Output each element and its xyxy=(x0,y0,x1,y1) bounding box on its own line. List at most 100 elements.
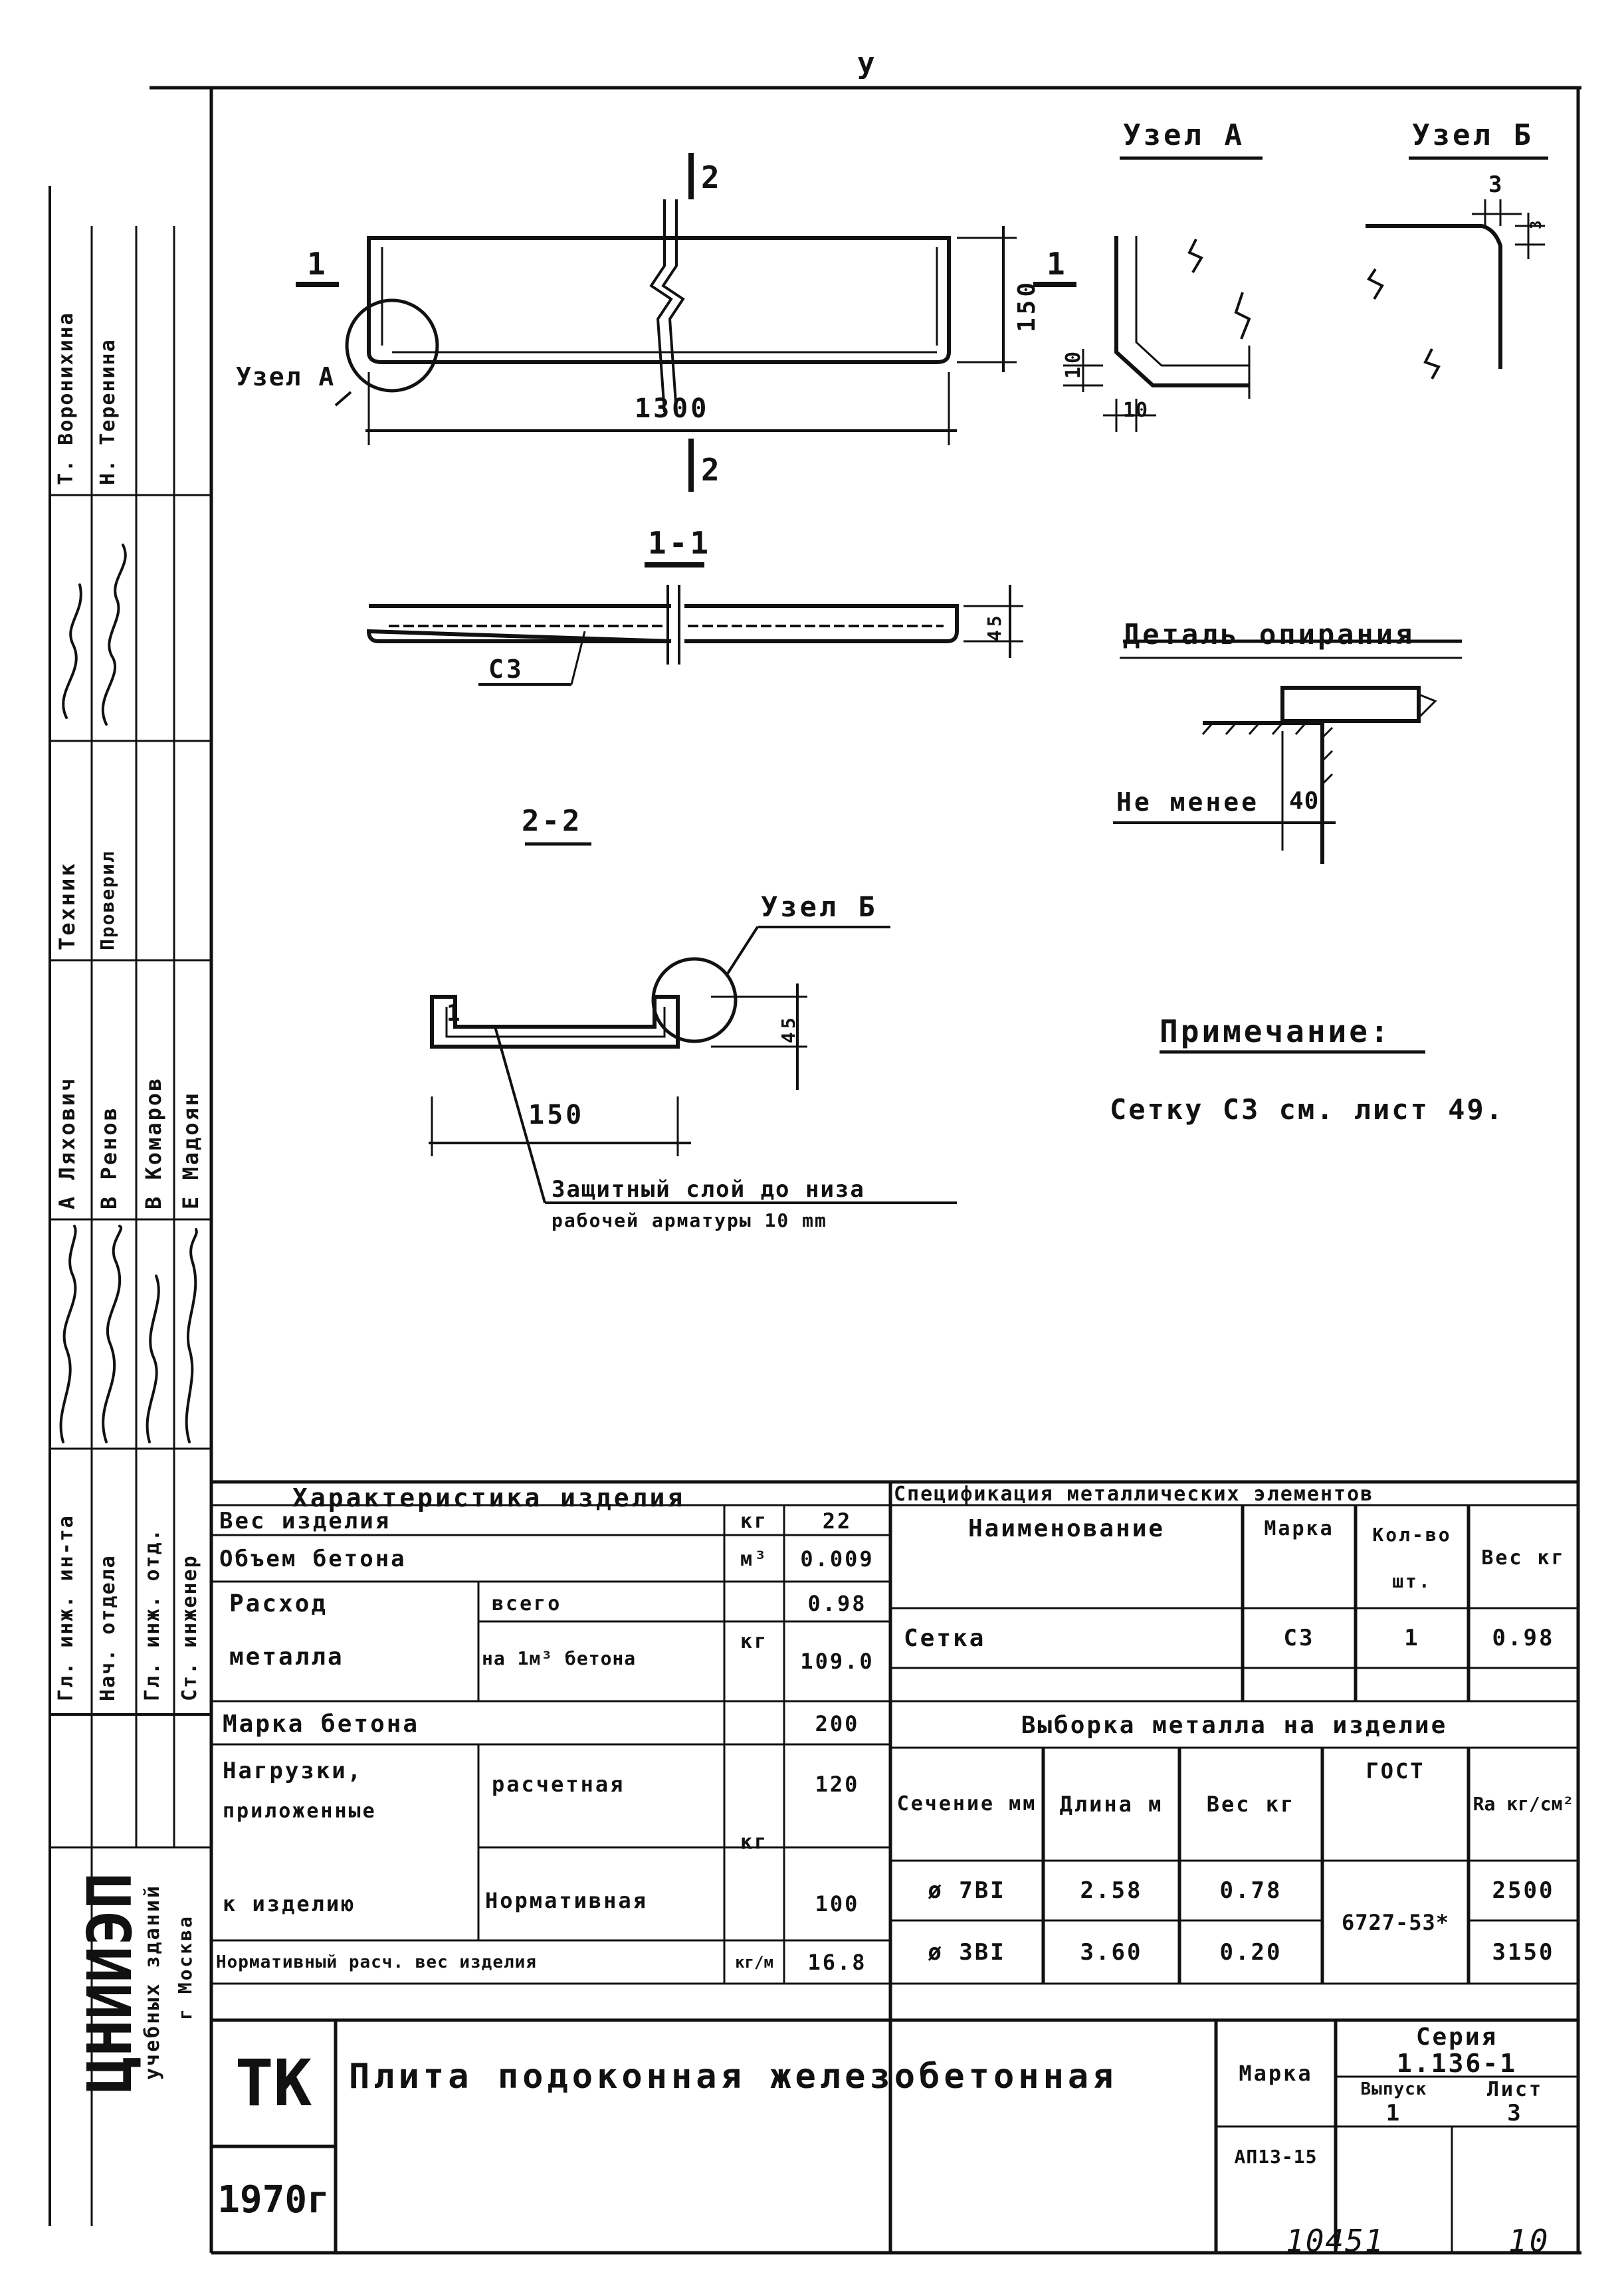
section-1-mesh: С3 xyxy=(488,655,524,684)
load-normative-label: Нормативная xyxy=(485,1888,648,1913)
norm-weight-unit: кг/м xyxy=(735,1952,773,1972)
norm-weight-value: 16.8 xyxy=(807,1949,867,1975)
load-label-1: Нагрузки, xyxy=(223,1758,363,1784)
note-title: Примечание: xyxy=(1160,1013,1391,1049)
plan-section-mark-bottom: 2 xyxy=(701,452,722,488)
spec-row-weight: 0.98 xyxy=(1492,1625,1555,1651)
load-normative-value: 100 xyxy=(815,1891,860,1916)
sel-row2-ra: 3150 xyxy=(1492,1938,1555,1966)
sel-header-section: Сечение мм xyxy=(896,1792,1037,1815)
sel-row2-weight: 0.20 xyxy=(1219,1938,1282,1966)
node-a-dim-h: 10 xyxy=(1123,399,1149,422)
spec-row-name: Сетка xyxy=(904,1624,986,1652)
title-mark-value: АП13-15 xyxy=(1234,2145,1318,2168)
title-sheet-value: 3 xyxy=(1507,2100,1523,2126)
metal-selection-title: Выборка металла на изделие xyxy=(1021,1711,1448,1739)
metal-total-value: 0.98 xyxy=(807,1590,867,1616)
load-design-value: 120 xyxy=(815,1772,860,1797)
signature-technician xyxy=(62,544,127,726)
plan-length-dim: 1300 xyxy=(635,393,710,424)
spec-header-mark: Марка xyxy=(1264,1516,1334,1540)
sel-row1-ra: 2500 xyxy=(1492,1877,1555,1904)
volume-value: 0.009 xyxy=(800,1546,874,1572)
cover-note-line1: Защитный слой до низа xyxy=(552,1176,865,1203)
metal-total-label: всего xyxy=(492,1592,562,1615)
title-series-label: Серия xyxy=(1415,2023,1498,2051)
title-name: Плита подоконная железобетонная xyxy=(349,2057,1118,2097)
spec-row-qty: 1 xyxy=(1404,1625,1420,1651)
title-issue-label: Выпуск xyxy=(1360,2079,1427,2099)
title-sheet-label: Лист xyxy=(1486,2077,1544,2101)
support-min-value: 40 xyxy=(1289,787,1320,815)
norm-weight-label: Нормативный расч. вес изделия xyxy=(216,1952,537,1972)
metal-per-m3-label: на 1м³ бетона xyxy=(482,1647,637,1669)
spec-header-name: Наименование xyxy=(967,1514,1166,1542)
signature-dept-engineer xyxy=(146,1275,160,1443)
specification-title: Спецификация металлических элементов xyxy=(894,1483,1374,1506)
org-name: ЦНИИЭП xyxy=(74,1872,146,2093)
page-marker: у xyxy=(857,47,878,80)
weight-unit: кг xyxy=(740,1509,769,1533)
weight-value: 22 xyxy=(822,1508,853,1534)
section-2-title: 2-2 xyxy=(522,804,583,838)
sel-row1-length: 2.58 xyxy=(1080,1877,1143,1904)
support-min-label: Не менее xyxy=(1116,787,1260,817)
cover-note-line2: рабочей арматуры 10 mm xyxy=(552,1209,827,1231)
sel-header-gost: ГОСТ xyxy=(1366,1758,1425,1784)
title-year: 1970г xyxy=(217,2178,330,2222)
load-label-2: приложенные xyxy=(223,1799,377,1823)
load-label-3: к изделию xyxy=(223,1891,356,1916)
archive-number: 10451 xyxy=(1286,2223,1385,2259)
note-text: Сетку С3 см. лист 49. xyxy=(1110,1093,1505,1126)
support-detail xyxy=(1113,639,1462,864)
sel-row2-length: 3.60 xyxy=(1080,1938,1143,1966)
volume-label: Объем бетона xyxy=(219,1546,407,1572)
node-a-detail xyxy=(1063,236,1251,432)
spec-header-qty: Кол-во шт. xyxy=(1372,1524,1452,1592)
signature-dept-head xyxy=(102,1225,122,1443)
title-mark-label: Марка xyxy=(1239,2061,1313,2086)
concrete-grade-value: 200 xyxy=(815,1711,860,1736)
org-line2: учебных зданий xyxy=(141,1884,164,2080)
section-2-mark: 1 xyxy=(447,1000,463,1027)
plan-section-mark-top: 2 xyxy=(701,159,722,195)
load-unit: кг xyxy=(740,1831,769,1854)
volume-unit: м³ xyxy=(740,1547,769,1571)
signature-senior-engineer xyxy=(185,1228,198,1443)
plan-view xyxy=(296,153,1076,492)
node-a-title: Узел А xyxy=(1123,118,1245,152)
metal-label-2: металла xyxy=(229,1643,344,1671)
node-b-detail xyxy=(1366,199,1545,379)
section-1-title: 1-1 xyxy=(648,525,712,561)
section-2-2 xyxy=(429,842,957,1204)
concrete-grade-label: Марка бетона xyxy=(223,1710,420,1738)
node-a-callout: Узел А xyxy=(236,362,336,391)
section-1-1 xyxy=(366,562,1023,686)
sel-row2-section: ø 3ВI xyxy=(928,1938,1006,1966)
plan-section-mark-right: 1 xyxy=(1047,246,1068,282)
section-2-width: 150 xyxy=(528,1100,585,1130)
metal-per-m3-value: 109.0 xyxy=(800,1649,874,1674)
spec-header-weight: Вес кг xyxy=(1481,1546,1566,1570)
sel-row1-section: ø 7ВI xyxy=(928,1877,1006,1904)
weight-label: Вес изделия xyxy=(219,1508,391,1534)
plan-section-mark-left: 1 xyxy=(307,246,328,282)
title-issue-value: 1 xyxy=(1385,2100,1402,2126)
section-2-node-callout: Узел Б xyxy=(761,890,878,923)
signature-chief-engineer xyxy=(59,1225,77,1443)
characteristics-title: Характеристика изделия xyxy=(292,1483,686,1512)
metal-unit: кг xyxy=(740,1629,769,1653)
support-detail-title: Деталь опирания xyxy=(1123,618,1415,651)
load-design-label: расчетная xyxy=(492,1772,625,1797)
sel-row1-weight: 0.78 xyxy=(1219,1877,1282,1904)
sel-header-length: Длина м xyxy=(1059,1792,1164,1817)
title-series-value: 1.136-1 xyxy=(1396,2049,1518,2078)
org-line3: г Москва xyxy=(174,1914,196,2020)
spec-row-mark: С3 xyxy=(1283,1625,1315,1651)
node-b-title: Узел Б xyxy=(1412,118,1534,152)
sel-gost-value: 6727-53* xyxy=(1341,1909,1450,1935)
sel-header-weight: Вес кг xyxy=(1206,1792,1296,1817)
node-b-dim: 3 xyxy=(1488,171,1505,198)
